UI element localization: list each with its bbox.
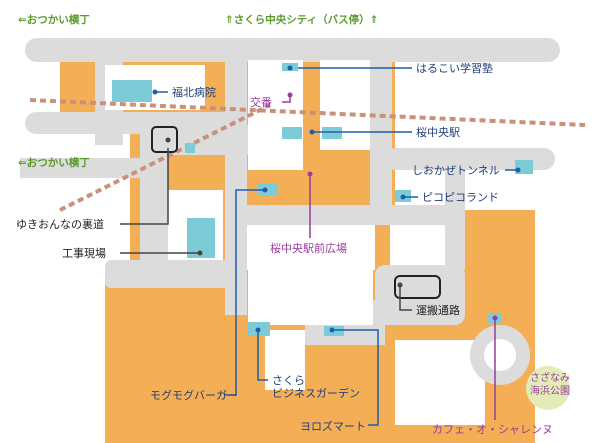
label-fukukita-hospital: 福北病院 [172,86,216,99]
dot-business [255,327,261,333]
interior-east-1 [390,225,445,265]
transport-marker [394,275,441,299]
dot-alley [165,137,171,143]
park-area [526,366,570,410]
dot-tunnel [515,167,521,173]
dot-station [309,129,315,135]
direction-west-mid-label: ⇐おつかい横丁 [18,157,90,169]
road-west-lower [20,158,145,178]
road-transport [375,265,465,325]
dot-square [307,171,313,177]
label-construction-site: 工事現場 [62,247,106,260]
interior-business [265,330,305,390]
interior-square [248,225,373,325]
dot-markers [152,65,521,333]
label-harukoi-juku: はるこい学習塾 [416,62,493,75]
dot-juku [287,65,293,71]
building-square [258,184,278,196]
direction-west-top-label: ⇐おつかい横丁 [18,14,90,26]
label-shiokaze-tunnel: しおかぜトンネル [412,164,500,177]
road-north [25,38,560,62]
label-station-square: 桜中央駅前広場 [270,242,347,255]
leader-burger [224,189,265,396]
leader-transport [399,285,412,311]
label-sakura-station: 桜中央駅 [416,126,460,139]
building-station-2 [322,127,342,139]
dot-hospital [152,89,158,95]
road-east-vertical [370,55,392,220]
building-hospital [112,80,152,102]
park-circle-inner [484,339,516,371]
building-station-1 [282,127,302,139]
road-middle [240,205,460,225]
label-sakura-business-garden: さくら ビジネスガーデン [272,374,360,400]
label-cafe-sharenu: カフェ・オ・シャレンヌ [432,423,553,436]
dot-mart [329,327,335,333]
leader-lines [120,67,518,426]
interior-east-2 [395,340,485,425]
dot-burger [262,187,268,193]
road-south-west [105,260,245,288]
alley-marker [151,126,178,153]
road-network [20,38,560,345]
road-tunnel-vertical [445,160,465,270]
dot-construction [197,250,203,256]
leader-business [257,330,268,381]
dot-cafe [492,315,498,321]
block-interiors [105,60,485,425]
dot-koban [287,92,293,98]
label-pikopiko-land: ピコピコランド [422,191,499,204]
road-east [385,148,555,170]
leader-mart [332,329,379,426]
label-koban: 交番 [250,96,272,109]
label-yorozu-mart: ヨロズマート [300,420,366,433]
interior-koban [248,60,303,170]
label-transport-road: 運搬通路 [416,304,460,317]
dot-pikopiko [400,194,406,200]
label-sazanami-park: さざなみ 海浜公園 [530,373,570,397]
label-yukionna-alley: ゆきおんなの裏道 [16,218,104,231]
building-small [185,143,195,153]
label-mogumogu-burger: モグモグバーガー [150,389,238,402]
direction-north-label: ⇑さくら中央シティ（バス停）⇑ [225,14,379,26]
leader-alley [120,148,169,225]
railway-branch [59,103,271,212]
dot-transport [397,282,403,288]
railway-line [29,98,586,127]
